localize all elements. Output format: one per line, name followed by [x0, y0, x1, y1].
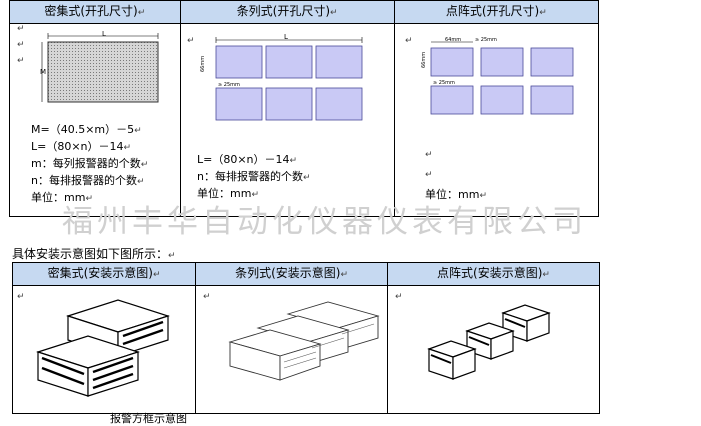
strip-cutout-slot — [315, 45, 363, 79]
dense-cutout-rect — [47, 41, 159, 103]
dim-m-label: M — [40, 68, 46, 76]
dense-install-illustration — [36, 299, 170, 397]
install-caption: 具体安装示意图如下图所示：↵ — [12, 247, 176, 261]
dot-cutout-slot — [480, 85, 524, 115]
dense-formula-block: M=（40.5×m）－5↵ L=（80×n）－14↵ m：每列报警器的个数↵ n… — [31, 123, 149, 204]
header-dense-install: 密集式(安装示意图)↵ — [11, 262, 197, 286]
header-strip-install: 条列式(安装示意图)↵ — [195, 262, 388, 286]
strip-cutout-slot — [215, 45, 263, 79]
cutout-table: 密集式(开孔尺寸)↵ 条列式(开孔尺寸)↵ 点阵式(开孔尺寸)↵ — [9, 0, 600, 217]
paragraph-mark: ↵ — [395, 292, 403, 302]
header-strip-cutout: 条列式(开孔尺寸)↵ — [179, 0, 395, 24]
header-dot-cutout: 点阵式(开孔尺寸)↵ — [393, 0, 600, 24]
dim-64-label: 64mm — [445, 37, 461, 43]
paragraph-mark: ↵ — [187, 36, 195, 46]
paragraph-mark: ↵ — [405, 36, 413, 46]
dim-25b-label: ≥ 25mm — [433, 80, 455, 86]
dot-cutout-diagram: 64mm ≥ 25mm 66mm ≥ 25mm — [421, 37, 574, 115]
company-watermark: 福州丰华自动化仪器仪表有限公司 — [62, 204, 587, 240]
dense-cutout-diagram: L M — [40, 30, 159, 103]
dot-cutout-slot — [530, 85, 574, 115]
bottom-partial-text: 报警方框示意图 — [110, 412, 187, 425]
dim-66-label: 66mm — [200, 56, 206, 72]
unit-label: 单位：mm — [425, 188, 480, 201]
strip-cutout-slot — [265, 87, 313, 121]
formula-l: L=（80×n）－14 — [31, 140, 124, 153]
header-dot-install-label: 点阵式(安装示意图) — [437, 266, 543, 280]
header-dense-install-label: 密集式(安装示意图) — [47, 266, 153, 280]
paragraph-mark: ↵ — [17, 56, 25, 66]
note-m: m：每列报警器的个数 — [31, 157, 141, 170]
note-n: n：每排报警器的个数 — [31, 174, 137, 187]
install-caption-text: 具体安装示意图如下图所示： — [12, 247, 169, 261]
header-dot-cutout-label: 点阵式(开孔尺寸) — [445, 4, 540, 18]
formula-l: L=（80×n）－14 — [197, 153, 290, 166]
dim-l-label: L — [284, 34, 288, 41]
dim-25a-label: ≥ 25mm — [475, 37, 497, 43]
paragraph-mark: ↵ — [425, 150, 433, 160]
dim-66-label: 66mm — [421, 52, 427, 68]
note-n: n：每排报警器的个数 — [197, 170, 303, 183]
paragraph-mark: ↵ — [17, 292, 25, 302]
dot-cutout-slot — [430, 85, 474, 115]
paragraph-mark: ↵ — [425, 170, 433, 180]
paragraph-mark: ↵ — [17, 40, 25, 50]
strip-cutout-diagram: L 66mm ≥ 25mm — [200, 34, 363, 121]
install-table: 密集式(安装示意图)↵ 条列式(安装示意图)↵ 点阵式(安装示意图)↵ — [11, 262, 600, 414]
dot-install-illustration — [427, 304, 551, 380]
dot-cutout-slot — [530, 47, 574, 77]
header-dot-install: 点阵式(安装示意图)↵ — [387, 262, 600, 286]
strip-formula-block: L=（80×n）－14↵ n：每排报警器的个数↵ 单位：mm↵ — [197, 153, 311, 200]
paragraph-mark: ↵ — [17, 24, 25, 34]
strip-cutout-slot — [265, 45, 313, 79]
dim-l-label: L — [102, 30, 106, 38]
formula-m: M=（40.5×m）－5 — [31, 123, 135, 136]
unit-label: 单位：mm — [197, 187, 252, 200]
strip-cutout-slot — [315, 87, 363, 121]
dot-unit: 单位：mm↵ — [425, 188, 487, 201]
header-strip-cutout-label: 条列式(开孔尺寸) — [236, 4, 331, 18]
header-dense-cutout-label: 密集式(开孔尺寸) — [44, 4, 138, 18]
strip-cutout-slot — [215, 87, 263, 121]
paragraph-mark: ↵ — [203, 292, 211, 302]
dim-25-label: ≥ 25mm — [218, 82, 240, 88]
header-strip-install-label: 条列式(安装示意图) — [235, 266, 341, 280]
dot-cutout-slot — [480, 47, 524, 77]
dot-cutout-slot — [430, 47, 474, 77]
header-dense-cutout: 密集式(开孔尺寸)↵ — [9, 0, 181, 24]
unit-label: 单位：mm — [31, 191, 86, 204]
strip-install-illustration — [228, 301, 380, 381]
